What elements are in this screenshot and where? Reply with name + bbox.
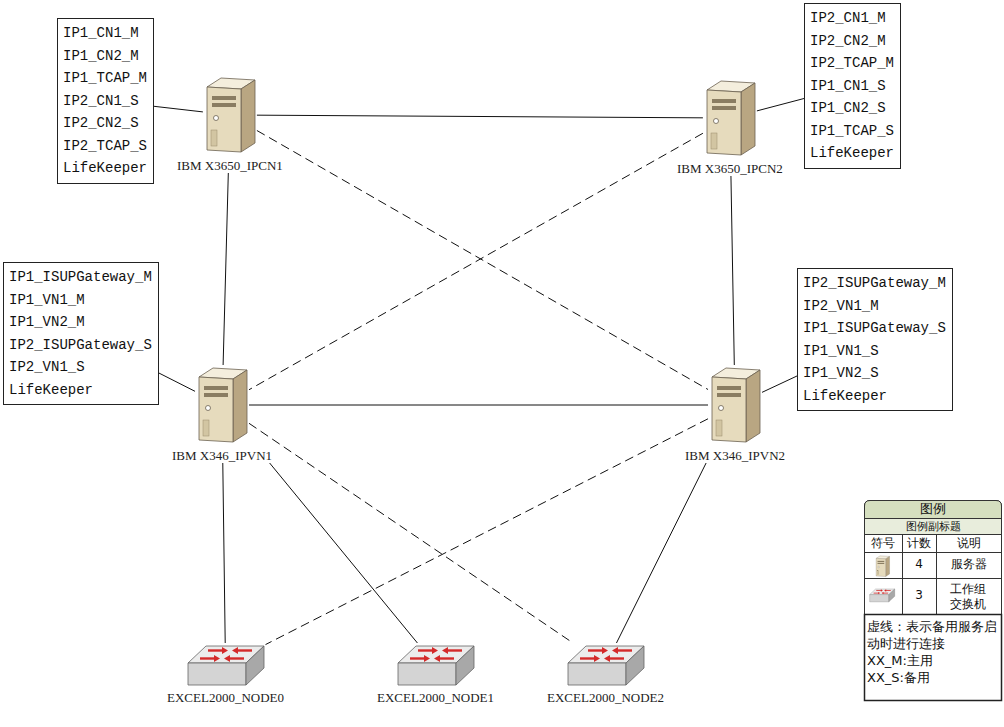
node-label: IBM X346_IPVN2 [685,448,785,463]
server-node: IBM X346_IPVN1 [172,365,272,463]
server-node: IBM X3650_IPCN2 [677,78,783,176]
legend-switch-icon [870,589,895,602]
legend-server-icon [876,556,889,577]
network-link [270,463,418,643]
service-name: IP1_TCAP_S [810,120,894,143]
service-name: IP1_CN2_S [810,97,894,120]
service-name: IP1_VN2_S [803,362,946,385]
service-name: IP1_VN1_S [803,340,946,363]
service-list-box: IP2_ISUPGateway_MIP2_VN1_MIP1_ISUPGatewa… [797,268,953,411]
node-label: IBM X346_IPVN1 [172,448,272,463]
service-name: LifeKeeper [9,379,152,402]
server-icon [708,365,762,445]
network-link [616,463,706,643]
legend-cell: 4 [902,557,936,572]
legend-cell: 符号 [864,536,902,551]
standby-link [249,423,573,643]
service-name: IP2_TCAP_S [63,135,147,158]
leader-line [762,376,797,392]
service-name: LifeKeeper [63,157,147,180]
server-icon [703,78,757,158]
switch-node: EXCEL2000_NODE0 [167,643,284,705]
network-link [249,405,708,406]
node-label: IBM X3650_IPCN2 [677,161,783,176]
server-node: IBM X3650_IPCN1 [177,75,283,173]
network-link [223,173,228,365]
server-icon [195,365,249,445]
service-list-box: IP1_ISUPGateway_MIP1_VN1_MIP1_VN2_MIP2_I… [3,262,159,405]
service-name: LifeKeeper [810,142,894,165]
network-link [257,115,703,118]
service-name: IP1_ISUPGateway_S [803,317,946,340]
switch-node: EXCEL2000_NODE2 [547,643,664,705]
service-name: IP2_CN2_S [63,112,147,135]
standby-link [249,133,703,389]
leader-line [159,373,195,391]
switch-icon [186,643,266,687]
node-label: EXCEL2000_NODE2 [547,690,664,705]
legend-cell: 图例副标题 [864,519,1002,534]
legend-cell: 3 [902,588,936,603]
service-name: IP2_TCAP_M [810,52,894,75]
service-list-box: IP2_CN1_MIP2_CN2_MIP2_TCAP_MIP1_CN1_SIP1… [804,3,901,169]
service-name: IP1_ISUPGateway_M [9,266,152,289]
service-name: IP2_ISUPGateway_M [803,272,946,295]
legend-cell: 说明 [936,536,1002,551]
legend-note: 虚线：表示备用服务启动时进行连接XX_M:主用XX_S:备用 [867,618,999,686]
service-name: IP2_VN1_S [9,356,152,379]
legend-note-line: 虚线：表示备用服务启动时进行连接 [867,618,999,652]
service-name: IP2_CN2_M [810,30,894,53]
service-list-box: IP1_CN1_MIP1_CN2_MIP1_TCAP_MIP2_CN1_SIP2… [57,18,154,184]
standby-link [266,419,709,645]
service-name: IP2_CN1_M [810,7,894,30]
network-link [731,176,734,365]
network-link [223,463,225,643]
leader-line [154,106,203,112]
service-name: IP1_VN1_M [9,289,152,312]
legend-note-line: XX_S:备用 [867,669,999,686]
service-name: IP1_CN1_S [810,75,894,98]
service-name: LifeKeeper [803,385,946,408]
switch-icon [396,643,476,687]
legend-text: 工作组交换机 [946,582,990,612]
switch-icon [566,643,646,687]
leader-line [757,99,804,111]
service-name: IP1_CN1_M [63,22,147,45]
node-label: IBM X3650_IPCN1 [177,158,283,173]
node-label: EXCEL2000_NODE0 [167,690,284,705]
legend-cell: 图例 [864,501,1002,516]
service-name: IP1_CN2_M [63,45,147,68]
legend-text: 服务器 [937,557,1001,572]
service-name: IP2_ISUPGateway_S [9,334,152,357]
server-icon [203,75,257,155]
switch-node: EXCEL2000_NODE1 [377,643,494,705]
server-node: IBM X346_IPVN2 [685,365,785,463]
service-name: IP2_CN1_S [63,90,147,113]
service-name: IP1_VN2_M [9,311,152,334]
legend-note-line: XX_M:主用 [867,652,999,669]
service-name: IP2_VN1_M [803,295,946,318]
service-name: IP1_TCAP_M [63,67,147,90]
legend-cell: 计数 [902,536,936,551]
standby-link [257,131,708,390]
node-label: EXCEL2000_NODE1 [377,690,494,705]
